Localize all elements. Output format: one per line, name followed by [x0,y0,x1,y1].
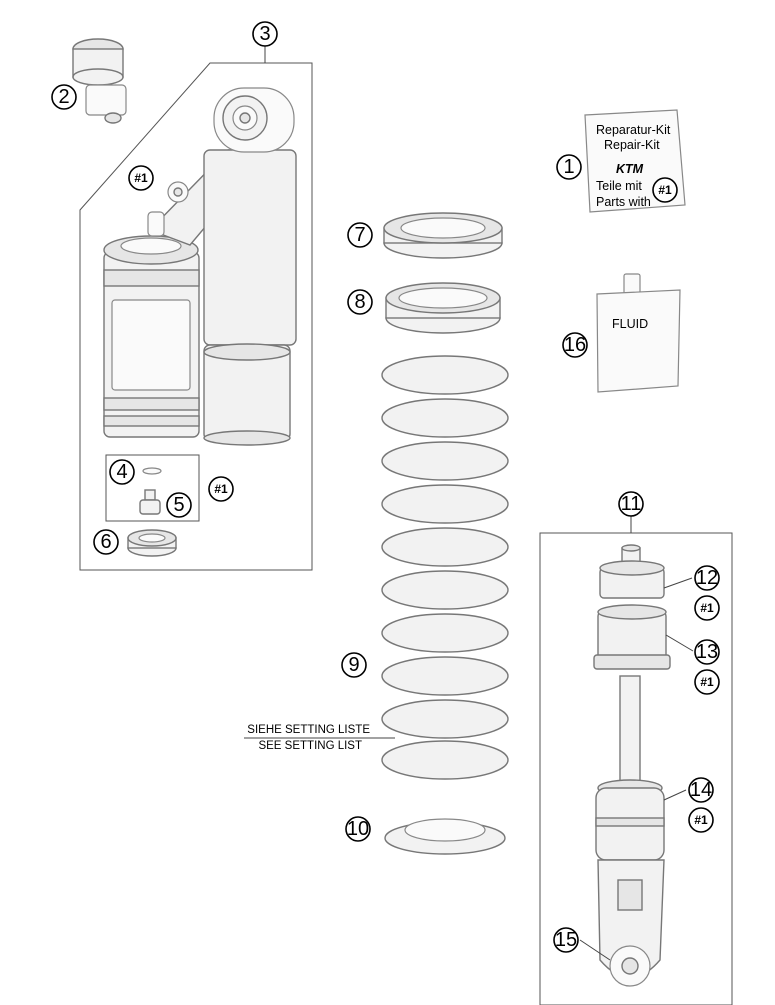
svg-text:15: 15 [555,929,577,951]
leader-13 [665,634,694,652]
ref-tag-reservoir: #1 [128,165,154,191]
callout-12: 12 [694,565,720,591]
part-6-cap [127,529,177,557]
svg-text:5: 5 [173,494,184,516]
group-frame-shock-body [79,62,313,571]
svg-text:#1: #1 [700,675,714,689]
callout-16: 16 [562,332,588,358]
svg-text:11: 11 [621,493,642,515]
ref-tag-kit: #1 [652,177,678,203]
callout-15: 15 [553,927,579,953]
kit-line-3: Teile mit [596,179,642,193]
callout-13: 13 [694,639,720,665]
svg-text:12: 12 [696,567,718,589]
part-5-valve [139,489,161,515]
callout-6: 6 [93,529,119,555]
kit-line-1: Reparatur-Kit [596,123,671,137]
part-10-spring-plate [384,818,506,855]
svg-text:7: 7 [354,224,365,246]
callout-3: 3 [252,21,278,47]
callout-7: 7 [347,222,373,248]
svg-text:#1: #1 [658,183,672,197]
svg-text:8: 8 [354,291,365,313]
svg-text:6: 6 [100,531,111,553]
svg-text:10: 10 [347,818,369,840]
ref-tag-4-5: #1 [208,476,234,502]
group-frame-4-5 [105,454,200,522]
ref-tag-13: #1 [694,669,720,695]
ref-tag-14: #1 [688,807,714,833]
leader-15 [579,939,611,961]
part-7-lock-nut [383,212,503,259]
part-16-fluid-bottle: FLUID [596,273,681,393]
kit-brand-logo: KTM [616,162,644,176]
part-12-piston-top [599,544,665,599]
part-4-o-ring [142,467,162,475]
callout-8: 8 [347,289,373,315]
callout-2: 2 [51,84,77,110]
svg-text:#1: #1 [694,813,708,827]
kit-line-2: Repair-Kit [604,138,660,152]
svg-text:13: 13 [696,641,718,663]
svg-text:2: 2 [58,86,69,108]
ref-tag-12: #1 [694,595,720,621]
reservoir-canister [103,235,200,438]
svg-text:#1: #1 [700,601,714,615]
part-13-piston [593,604,671,670]
leader-14 [663,789,687,801]
svg-text:#1: #1 [214,482,228,496]
callout-10: 10 [345,816,371,842]
callout-4: 4 [109,459,135,485]
part-14-bump-stop [595,779,665,861]
fluid-label: FLUID [612,317,648,331]
part-2-adjuster-knob [72,38,127,124]
setting-note: SIEHE SETTING LISTE SEE SETTING LIST [244,724,395,752]
callout-9: 9 [341,652,367,678]
group-frame-damper-rod [539,532,733,1005]
svg-text:9: 9 [348,654,359,676]
callout-11: 11 [618,491,644,517]
svg-text:1: 1 [563,156,574,178]
part-8-adjuster-nut [385,282,501,334]
shock-main-body [203,87,297,446]
part-15-eye-mount [597,859,665,987]
kit-line-4: Parts with [596,195,651,209]
svg-text:3: 3 [259,23,270,45]
svg-text:#1: #1 [134,171,148,185]
callout-14: 14 [688,777,714,803]
leader-12 [663,577,693,589]
callout-1: 1 [556,154,582,180]
piston-rod [619,675,641,787]
setting-note-de: SIEHE SETTING LISTE [247,724,370,736]
svg-text:16: 16 [564,334,586,356]
svg-text:4: 4 [116,461,127,483]
setting-note-en: SEE SETTING LIST [258,740,362,752]
svg-text:14: 14 [690,779,712,801]
part-9-spring [381,355,509,780]
callout-5: 5 [166,492,192,518]
